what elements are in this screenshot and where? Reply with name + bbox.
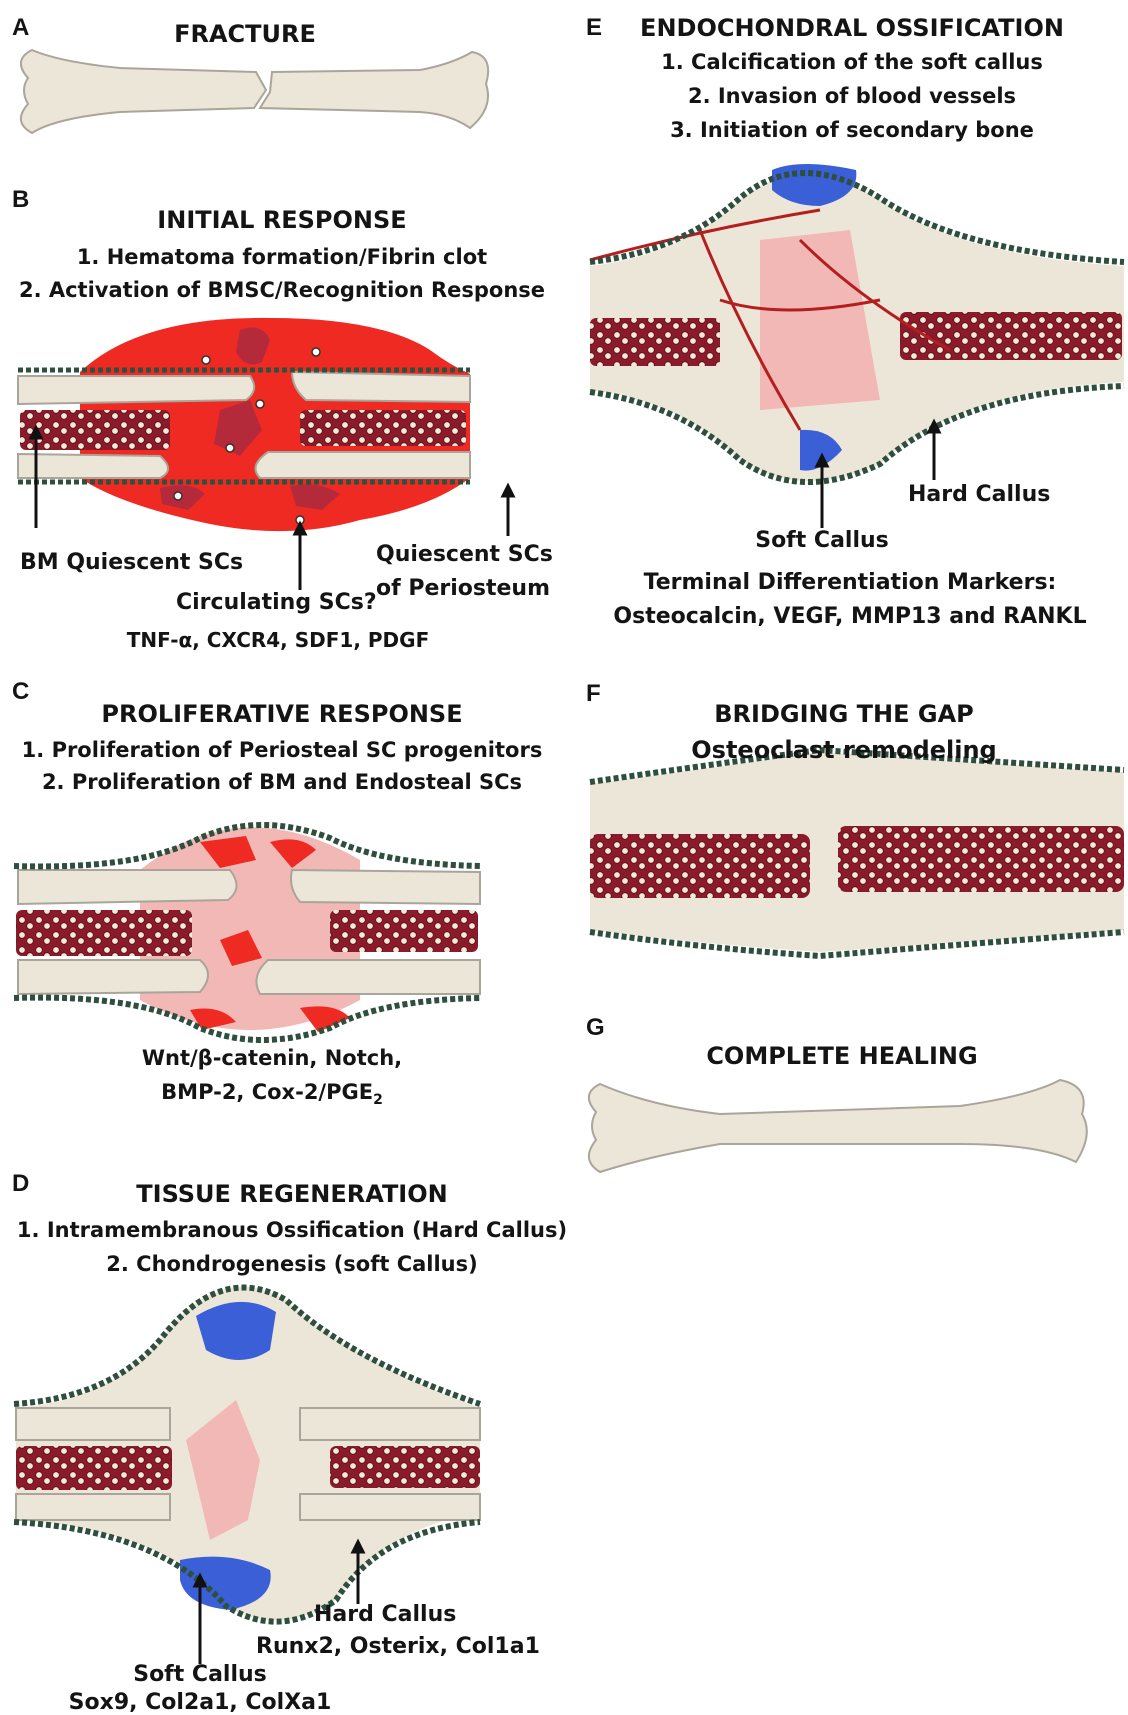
panel-b-letter: B xyxy=(12,188,29,212)
panel-b-label-periosteum-2: of Periosteum xyxy=(376,578,550,600)
panel-c-title: PROLIFERATIVE RESPONSE xyxy=(101,702,462,726)
panel-e-letter: E xyxy=(586,16,602,40)
panel-e-step3: 3. Initiation of secondary bone xyxy=(670,120,1034,141)
panel-g-healed-bone xyxy=(589,1080,1087,1172)
panel-g-title: COMPLETE HEALING xyxy=(706,1044,977,1068)
panel-e-markers-title: Terminal Differentiation Markers: xyxy=(644,572,1057,594)
panel-d-label-soft: Soft Callus xyxy=(133,1664,267,1686)
panel-e-step1: 1. Calcification of the soft callus xyxy=(661,52,1043,73)
panel-c-letter: C xyxy=(12,680,29,704)
panel-d-markers-hard: Runx2, Osterix, Col1a1 xyxy=(256,1636,540,1658)
panel-b-step1: 1. Hematoma formation/Fibrin clot xyxy=(77,247,487,268)
panel-d-label-hard: Hard Callus xyxy=(314,1604,456,1626)
panel-c-markers-2: BMP-2, Cox-2/PGE2 xyxy=(161,1082,383,1107)
panel-a-title: FRACTURE xyxy=(174,22,316,46)
panel-g-letter: G xyxy=(586,1016,605,1040)
panel-a-fractured-bone xyxy=(21,50,488,133)
panel-b-step2: 2. Activation of BMSC/Recognition Respon… xyxy=(19,280,545,301)
panel-d-markers-soft: Sox9, Col2a1, ColXa1 xyxy=(69,1692,332,1714)
panel-e-markers: Osteocalcin, VEGF, MMP13 and RANKL xyxy=(613,606,1086,628)
panel-d-title: TISSUE REGENERATION xyxy=(136,1182,447,1206)
panel-d-step1: 1. Intramembranous Ossification (Hard Ca… xyxy=(17,1220,567,1241)
panel-e-label-hard: Hard Callus xyxy=(908,484,1050,506)
panel-c-step1: 1. Proliferation of Periosteal SC progen… xyxy=(22,740,543,761)
panel-f-bridging-the-gap xyxy=(590,750,1124,956)
panel-e-step2: 2. Invasion of blood vessels xyxy=(688,86,1016,107)
panel-b-label-bm: BM Quiescent SCs xyxy=(20,552,243,574)
panel-f-letter: F xyxy=(586,682,601,706)
panel-e-label-soft: Soft Callus xyxy=(755,530,889,552)
panel-c-proliferative-response xyxy=(14,825,480,1040)
panel-a-letter: A xyxy=(12,16,29,40)
panel-c-markers-2-subscript: 2 xyxy=(373,1092,383,1108)
panel-c-markers-2-text: BMP-2, Cox-2/PGE xyxy=(161,1080,373,1104)
panel-d-step2: 2. Chondrogenesis (soft Callus) xyxy=(106,1254,477,1275)
panel-b-label-periosteum-1: Quiescent SCs xyxy=(376,544,553,566)
panel-b-title: INITIAL RESPONSE xyxy=(157,208,406,232)
panel-f-title: BRIDGING THE GAP xyxy=(714,702,973,726)
panel-c-step2: 2. Proliferation of BM and Endosteal SCs xyxy=(42,772,522,793)
panel-f-subtitle: Osteoclast remodeling xyxy=(691,738,996,762)
panel-b-label-circulating: Circulating SCs? xyxy=(176,592,377,614)
panel-b-markers: TNF-α, CXCR4, SDF1, PDGF xyxy=(127,630,429,650)
panel-d-letter: D xyxy=(12,1172,29,1196)
panel-c-markers-1: Wnt/β-catenin, Notch, xyxy=(142,1048,402,1069)
panel-e-endochondral-ossification xyxy=(590,164,1124,528)
panel-e-title: ENDOCHONDRAL OSSIFICATION xyxy=(640,16,1064,40)
